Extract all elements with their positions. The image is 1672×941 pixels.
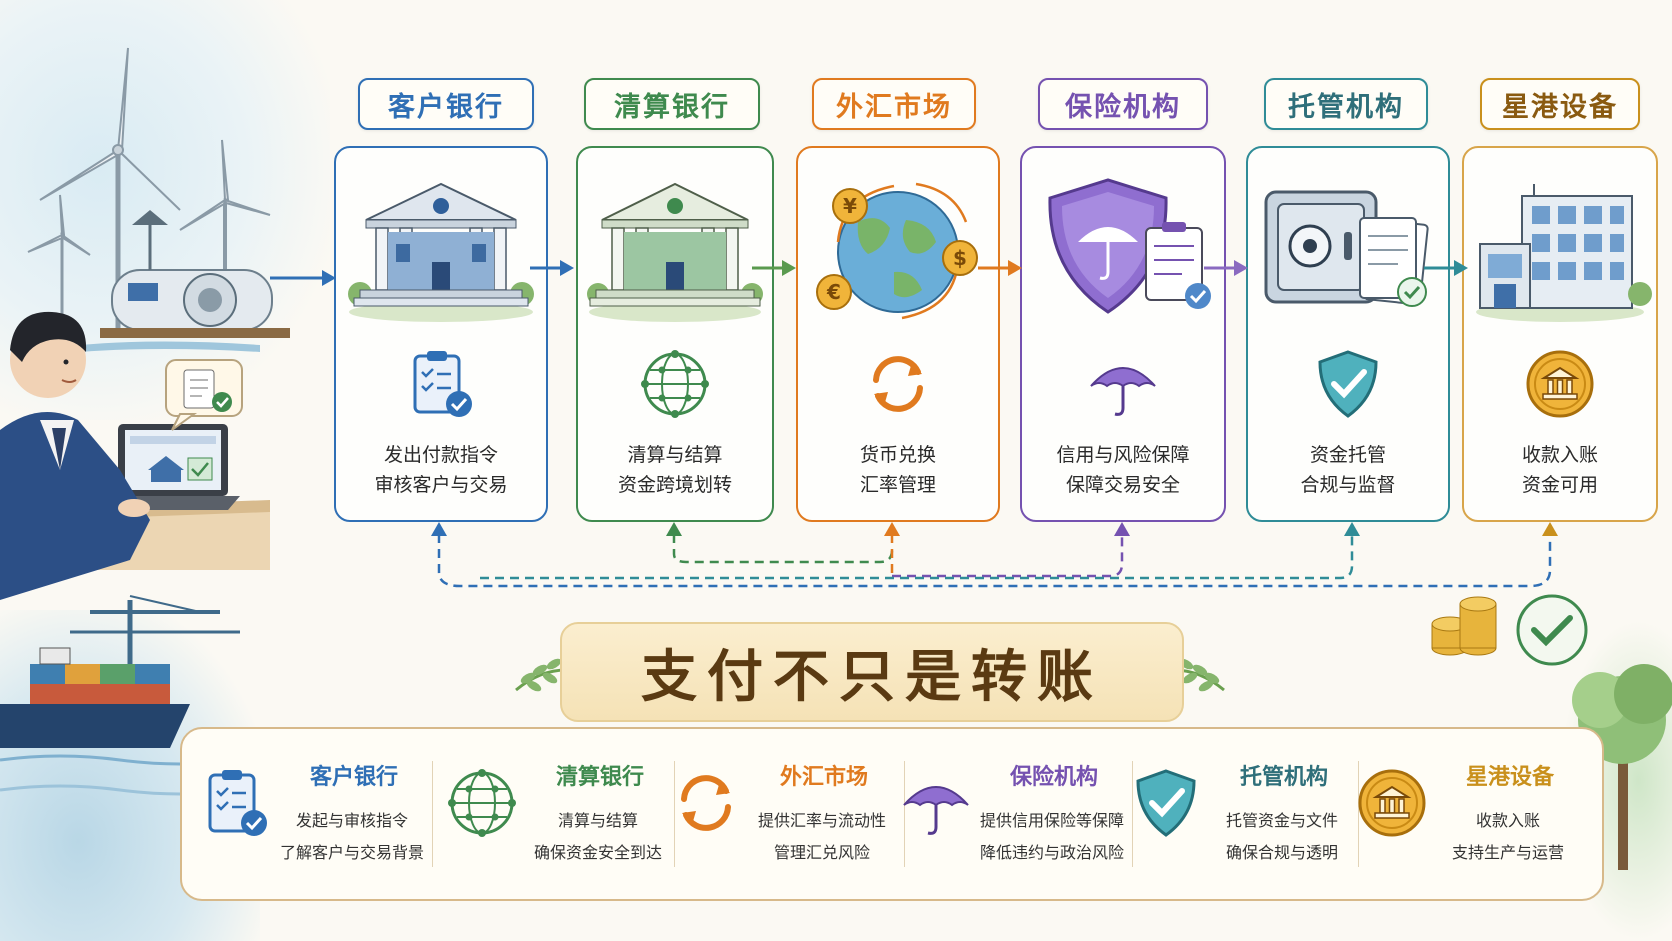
summary-title: 保险机构	[1009, 765, 1098, 790]
stage-title-insurance: 保险机构	[1038, 78, 1208, 130]
flow-arrow-icon	[1424, 260, 1468, 276]
umbrella-icon	[1090, 367, 1156, 416]
wind-turbine-icon	[179, 139, 271, 320]
stage-desc-line1: 发出付款指令	[383, 444, 498, 466]
businessman-illustration	[0, 311, 150, 600]
stage-desc-line2: 资金可用	[1521, 474, 1598, 496]
euro-coin-icon: €	[816, 274, 852, 310]
divider	[1132, 761, 1133, 867]
summary-line1: 托管资金与文件	[1225, 811, 1338, 830]
exchange-cycle-icon	[681, 775, 731, 831]
summary-item-custodian: 托管机构 托管资金与文件 确保合规与透明	[1122, 729, 1358, 899]
stage-title-custodian: 托管机构	[1264, 78, 1428, 130]
stage-title-clearing-bank: 清算银行	[584, 78, 760, 130]
summary-title: 托管机构	[1239, 765, 1328, 790]
summary-line1: 提供信用保险等保障	[979, 811, 1124, 830]
summary-item-xinggang-equipment: 星港设备 收款入账 支持生产与运营	[1348, 729, 1584, 899]
stage-desc-line2: 保障交易安全	[1065, 474, 1180, 496]
bank-coin-icon	[1526, 350, 1594, 418]
stage-card-insurance: 信用与风险保障 保障交易安全	[1020, 146, 1226, 522]
bank-building-icon	[587, 182, 763, 322]
stage-desc-line1: 信用与风险保障	[1056, 444, 1190, 466]
stage-desc-line2: 资金跨境划转	[617, 474, 732, 496]
svg-text:$: $	[953, 246, 967, 270]
network-globe-icon	[448, 769, 516, 837]
dollar-coin-icon: $	[942, 240, 978, 276]
left-scenery-illustration	[0, 47, 290, 796]
summary-line1: 提供汇率与流动性	[757, 811, 886, 830]
summary-title: 外汇市场	[779, 765, 868, 790]
summary-panel: 客户银行 发起与审核指令 了解客户与交易背景 清算银行 清算与结算 确保资金安全…	[180, 727, 1604, 901]
document-check-bubble-icon	[165, 359, 243, 431]
shield-umbrella-icon	[1048, 178, 1211, 314]
office-building-icon	[1476, 184, 1652, 322]
bank-building-icon	[348, 182, 534, 322]
yen-coin-icon: ¥	[832, 188, 868, 224]
stage-card-fx-market: ¥ $ € 货币兑换 汇率管理	[796, 146, 1000, 522]
summary-line2: 支持生产与运营	[1451, 843, 1564, 862]
flow-arrow-icon	[530, 260, 574, 276]
summary-line1: 收款入账	[1475, 811, 1540, 830]
flow-arrow-icon	[752, 260, 796, 276]
svg-text:€: €	[826, 280, 841, 304]
exchange-cycle-icon	[873, 356, 923, 412]
stage-card-custodian: 资金托管 合规与监督	[1246, 146, 1450, 522]
shield-check-icon	[1136, 769, 1196, 837]
svg-text:¥: ¥	[843, 194, 857, 218]
network-globe-icon	[641, 350, 709, 418]
summary-item-insurance: 保险机构 提供信用保险等保障 降低违约与政治风险	[892, 729, 1128, 899]
stage-card-clearing-bank: 清算与结算 资金跨境划转	[576, 146, 774, 522]
stage-desc-line1: 资金托管	[1309, 444, 1386, 466]
summary-line2: 确保资金安全到达	[533, 843, 662, 862]
stage-desc-line2: 审核客户与交易	[374, 474, 508, 496]
summary-line2: 降低违约与政治风险	[979, 843, 1124, 862]
globe-currency-icon: ¥ $ €	[816, 182, 978, 320]
dashed-feedback-lines	[431, 522, 1558, 588]
stage-title-fx-market: 外汇市场	[812, 78, 976, 130]
divider	[904, 761, 905, 867]
summary-title: 客户银行	[309, 765, 398, 790]
stage-title-xinggang-equipment: 星港设备	[1480, 78, 1640, 130]
divider	[1358, 761, 1359, 867]
cargo-port-illustration	[0, 595, 241, 796]
clipboard-check-icon	[413, 351, 472, 417]
summary-title: 清算银行	[555, 765, 644, 790]
summary-line1: 清算与结算	[557, 811, 638, 830]
bank-coin-icon	[1358, 769, 1426, 837]
flow-arrow-icon	[270, 270, 336, 286]
summary-item-clearing-bank: 清算银行 清算与结算 确保资金安全到达	[438, 729, 674, 899]
summary-line1: 发起与审核指令	[295, 811, 408, 830]
safe-documents-icon	[1264, 190, 1429, 307]
stage-desc-line2: 合规与监督	[1300, 474, 1396, 496]
summary-title: 星港设备	[1465, 765, 1554, 790]
generator-cargo-icon	[100, 210, 290, 338]
slogan-banner: 支付不只是转账	[560, 622, 1184, 722]
divider	[674, 761, 675, 867]
gold-coins-icon	[1431, 596, 1497, 656]
stage-desc-line2: 汇率管理	[859, 474, 936, 496]
clipboard-check-icon	[208, 770, 267, 836]
stage-desc-line1: 清算与结算	[627, 444, 723, 466]
summary-item-customer-bank: 客户银行 发起与审核指令 了解客户与交易背景	[192, 729, 428, 899]
checkmark-circle-icon	[1516, 594, 1588, 666]
divider	[432, 761, 433, 867]
stage-title-customer-bank: 客户银行	[358, 78, 534, 130]
summary-item-fx-market: 外汇市场 提供汇率与流动性 管理汇兑风险	[662, 729, 898, 899]
summary-line2: 了解客户与交易背景	[279, 843, 424, 862]
stage-card-xinggang-equipment: 收款入账 资金可用	[1462, 146, 1658, 522]
stage-desc-line1: 收款入账	[1521, 444, 1598, 466]
flow-arrow-icon	[1204, 260, 1248, 276]
summary-line2: 确保合规与透明	[1225, 843, 1338, 862]
wind-turbine-icon	[27, 194, 91, 320]
umbrella-icon	[903, 786, 969, 835]
stage-card-customer-bank: 发出付款指令 审核客户与交易	[334, 146, 548, 522]
summary-line2: 管理汇兑风险	[773, 843, 870, 862]
flow-arrow-icon	[978, 260, 1022, 276]
shield-check-icon	[1318, 350, 1378, 418]
stage-desc-line1: 货币兑换	[859, 444, 936, 466]
